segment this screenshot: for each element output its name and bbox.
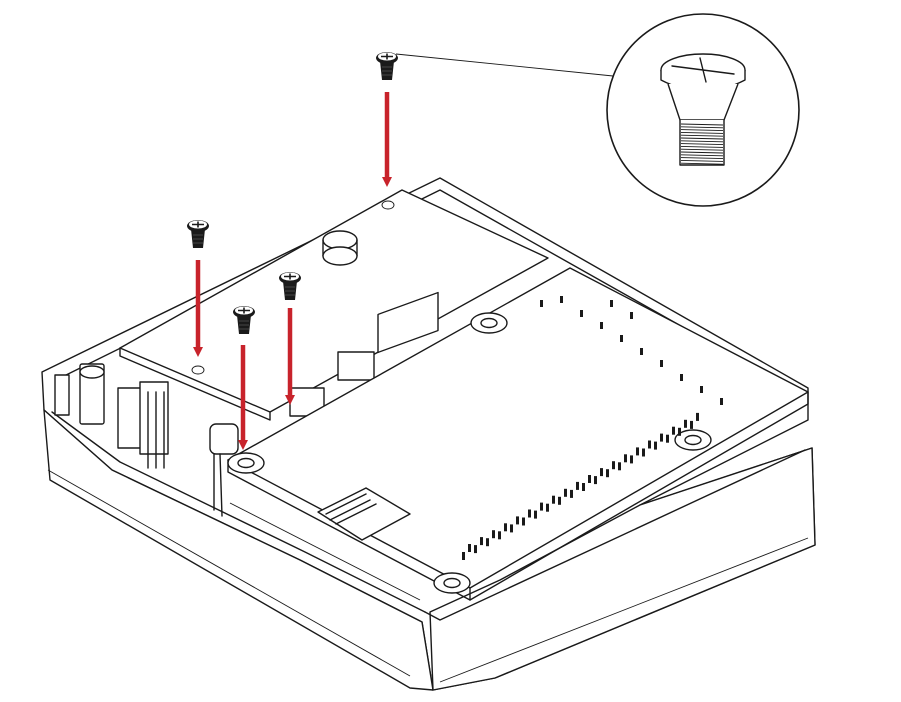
gpio-pin [558, 496, 561, 505]
thread-line [680, 151, 724, 154]
gpio-pin [678, 427, 681, 436]
component-pin [620, 335, 623, 342]
component-pin [600, 322, 603, 329]
screw-icon [186, 219, 210, 249]
gpio-pin [624, 454, 627, 463]
thread-line [680, 145, 724, 148]
thread-line [680, 137, 724, 140]
component-pin [660, 360, 663, 367]
component-pin [720, 398, 723, 405]
gpio-header [462, 412, 699, 560]
gpio-pin [504, 523, 507, 532]
component-pin [680, 374, 683, 381]
gpio-pin [498, 531, 501, 540]
gpio-pin [492, 530, 495, 539]
gpio-pin [552, 495, 555, 504]
screw-icon [375, 51, 399, 81]
gpio-pin [480, 537, 483, 546]
gpio-pin [660, 433, 663, 442]
thread-line [680, 131, 724, 134]
gpio-pin [594, 476, 597, 485]
main-pcb [227, 267, 809, 601]
thread-line [680, 154, 724, 157]
thread-line [680, 140, 724, 143]
gpio-pin [672, 426, 675, 435]
gpio-pin [606, 469, 609, 478]
gpio-pin [564, 488, 567, 497]
gpio-pin [696, 412, 699, 421]
gpio-pin [642, 448, 645, 457]
gpio-pin [612, 461, 615, 470]
gpio-pin [546, 503, 549, 512]
gpio-pin [690, 420, 693, 429]
gpio-pin [474, 545, 477, 554]
gpio-pin [684, 419, 687, 428]
thread-line [680, 157, 724, 160]
component-pin [640, 348, 643, 355]
countersunk-phillips-screw-icon [660, 53, 746, 166]
gpio-pin [582, 483, 585, 491]
gpio-pin [648, 440, 651, 449]
gpio-pin [534, 510, 537, 519]
gpio-pin [576, 481, 579, 490]
gpio-pin [528, 509, 531, 518]
component-pin [700, 386, 703, 393]
thread-line [680, 143, 724, 146]
gpio-pin [666, 434, 669, 443]
thread-line [680, 123, 724, 126]
component-pin [540, 300, 543, 307]
thread-line [680, 162, 724, 165]
insertion-arrows [193, 92, 392, 450]
gpio-pin [468, 544, 471, 552]
gpio-pin [636, 447, 639, 456]
lower-pcb [119, 189, 549, 421]
gpio-pin [522, 517, 525, 526]
thread-line [680, 134, 724, 137]
gpio-pin [654, 441, 657, 450]
gpio-pin [510, 524, 513, 533]
component-pin [630, 312, 633, 319]
gpio-pin [588, 475, 591, 483]
gpio-pin [630, 455, 633, 464]
left-connectors [54, 363, 239, 517]
component-pin [580, 310, 583, 317]
thread-line [680, 126, 724, 129]
thread-line [680, 129, 724, 132]
gpio-pin [570, 489, 573, 498]
thread-line [680, 159, 724, 162]
sd-card-slot [317, 487, 411, 541]
component-pin [610, 300, 613, 307]
board-components [540, 296, 723, 405]
component-pin [560, 296, 563, 303]
gpio-pin [618, 462, 621, 471]
gpio-pin [600, 468, 603, 477]
thread-line [680, 148, 724, 151]
gpio-pin [462, 552, 465, 560]
gpio-pin [516, 516, 519, 525]
gpio-pin [486, 538, 489, 547]
gpio-pin [540, 502, 543, 511]
screw-detail-callout [395, 13, 800, 207]
